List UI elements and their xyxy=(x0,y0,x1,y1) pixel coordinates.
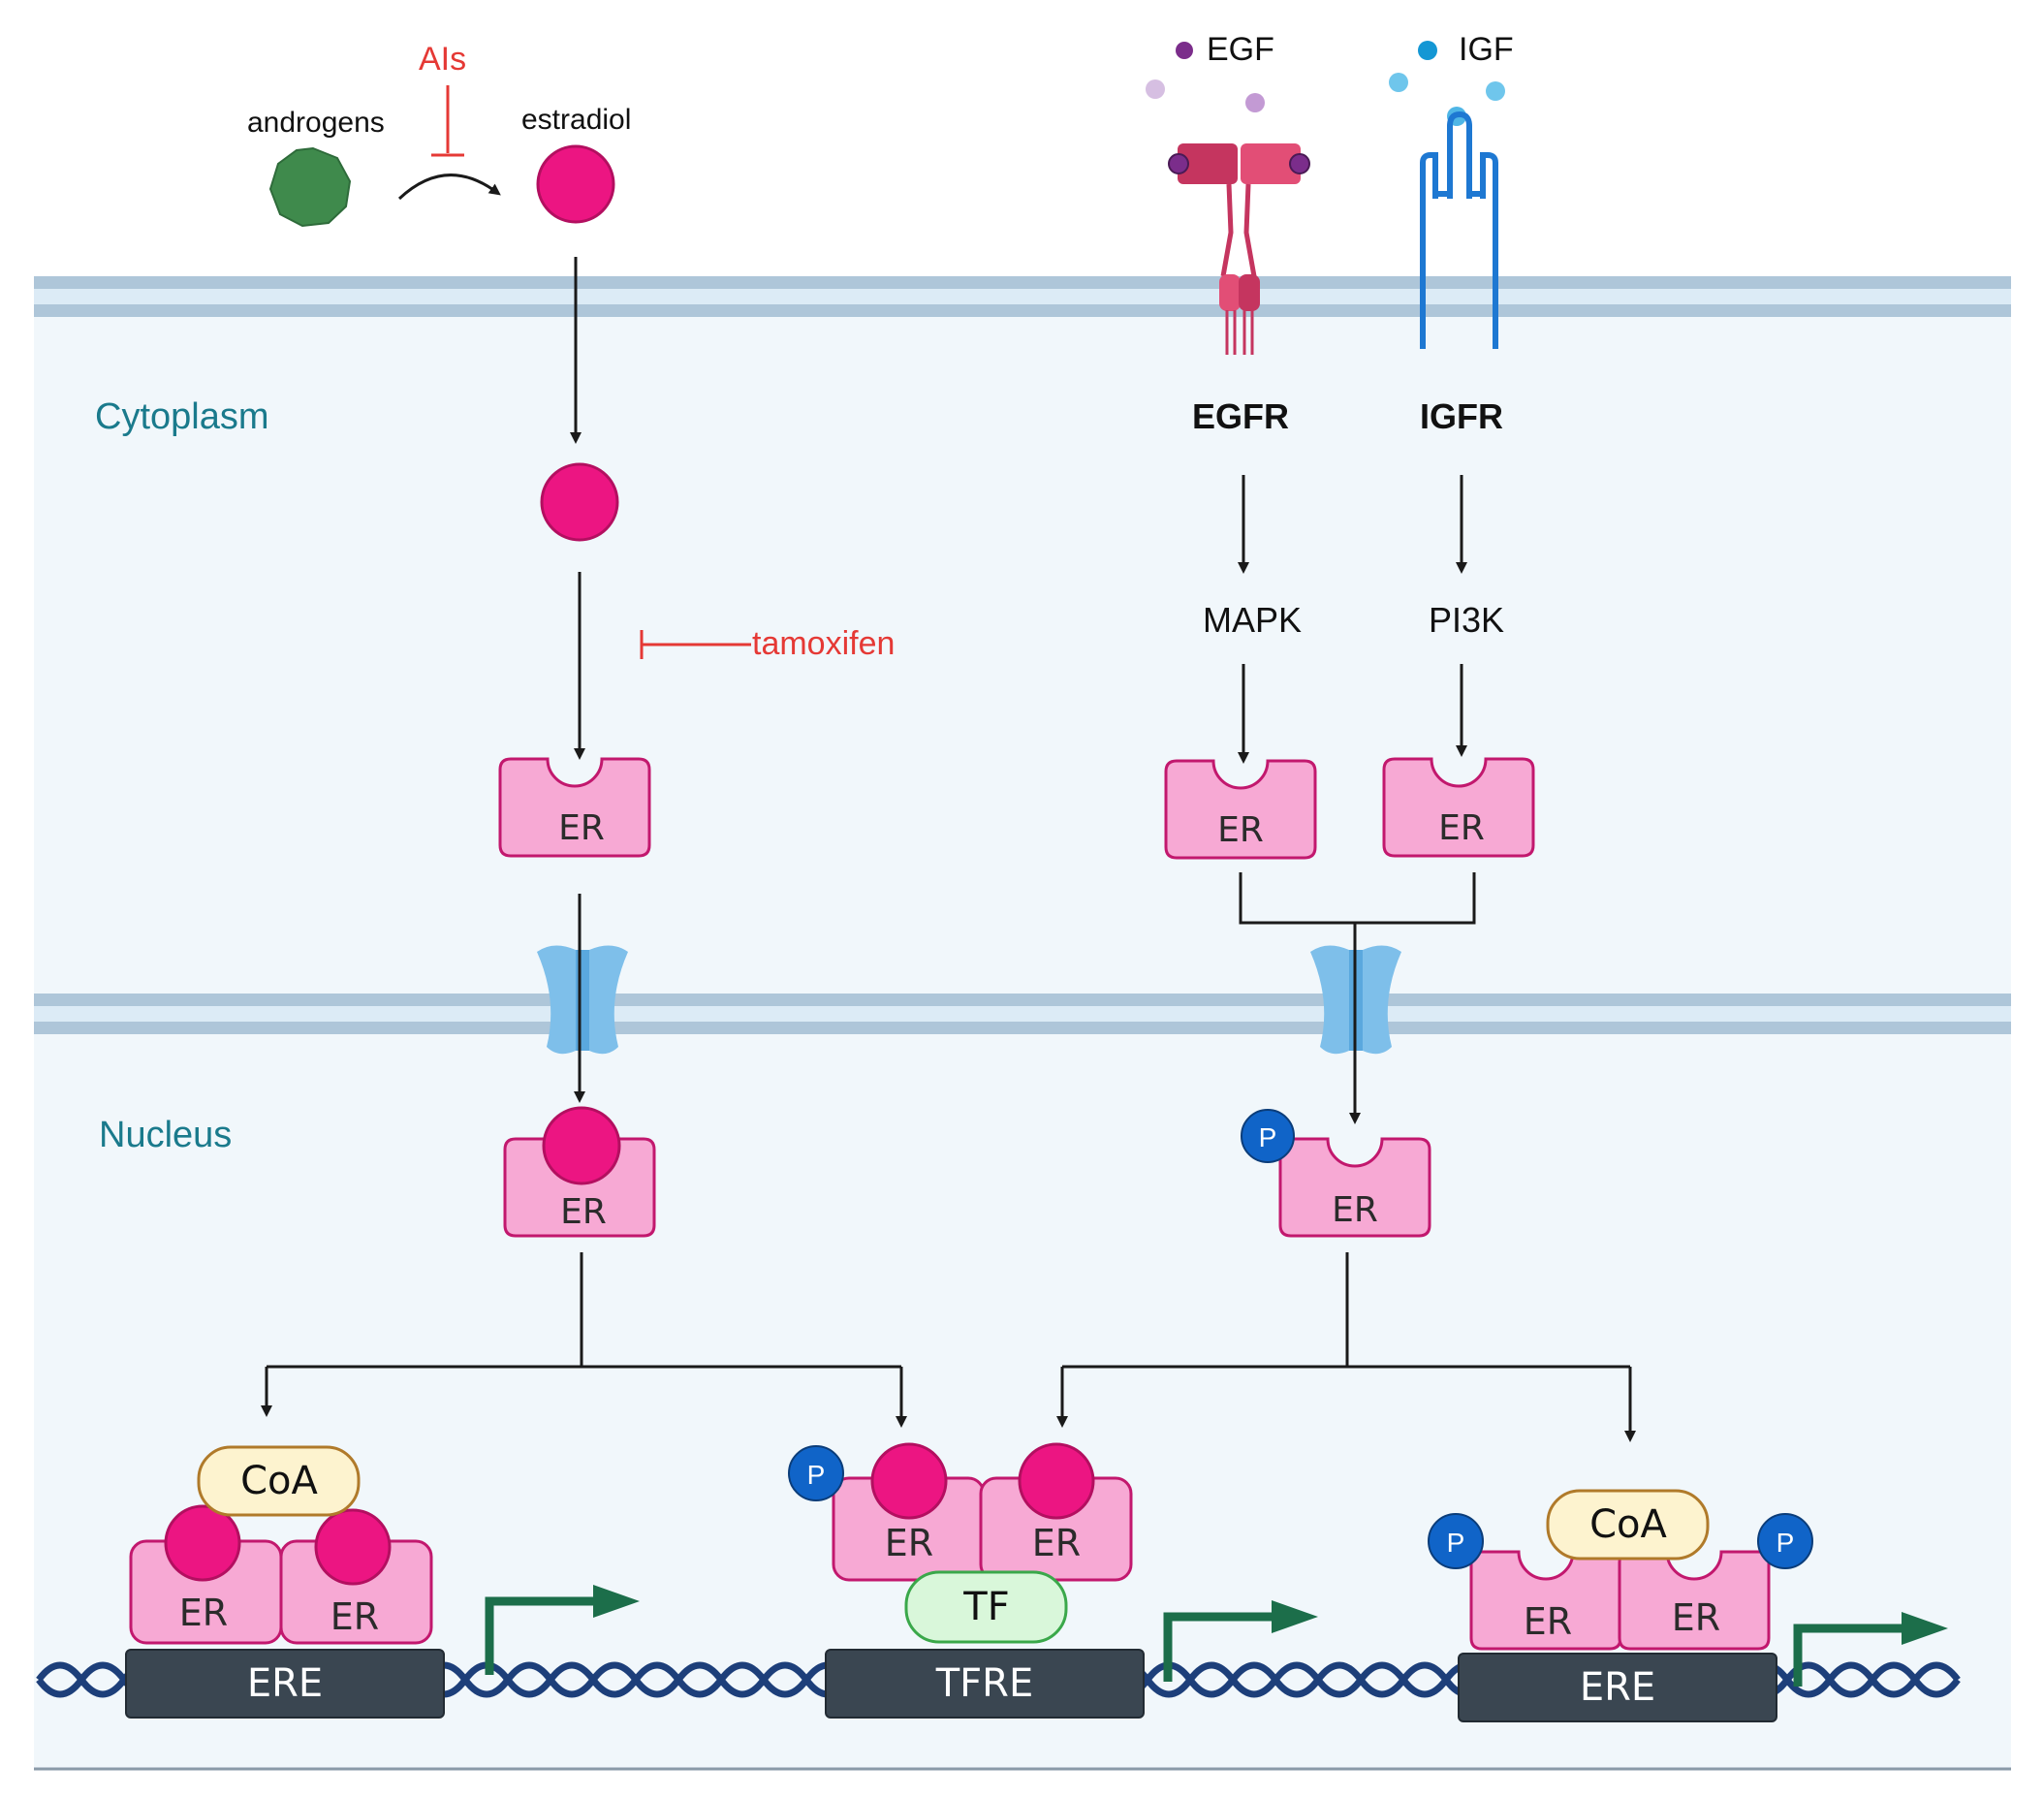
aromatase-conversion-arrow xyxy=(397,173,501,201)
estradiol-label: estradiol xyxy=(521,104,631,136)
egf-ligand xyxy=(1146,79,1165,99)
ere-left-element: ERE xyxy=(125,1649,445,1719)
phospho-badge xyxy=(1428,1513,1484,1569)
er-label: ER xyxy=(885,1522,933,1564)
right-branch-connector xyxy=(1056,1252,1636,1442)
pi3k-label: PI3K xyxy=(1429,600,1504,640)
estradiol-bound xyxy=(164,1504,241,1582)
estradiol-bound xyxy=(870,1442,948,1520)
nuclear-pore-left xyxy=(537,945,628,1055)
coa-label: CoA xyxy=(240,1459,318,1503)
er-label: ER xyxy=(1332,1190,1378,1230)
phospho-label: P xyxy=(1777,1528,1795,1558)
er-label: ER xyxy=(330,1595,379,1638)
phospho-badge xyxy=(1241,1109,1295,1163)
plasma-membrane xyxy=(34,276,2011,317)
phospho-badge xyxy=(1757,1513,1813,1569)
er-dimer-ere-right: ER ER P P xyxy=(1428,1513,1813,1651)
er-cytoplasmic-pi3k: ER xyxy=(1382,757,1535,858)
estradiol-cytoplasmic xyxy=(540,462,619,542)
igf-label: IGF xyxy=(1459,31,1514,68)
phospho-label: P xyxy=(1447,1528,1465,1558)
egfr-receptor-icon xyxy=(1168,143,1310,355)
egf-ligand-icon xyxy=(1176,42,1193,59)
tamoxifen-inhibition-mark xyxy=(640,630,751,659)
left-branch-connector xyxy=(261,1252,907,1428)
transcription-start-arrowhead xyxy=(1272,1600,1318,1633)
er-label: ER xyxy=(1524,1600,1572,1643)
igf-ligand-icon xyxy=(1418,41,1437,60)
phospho-label: P xyxy=(807,1460,826,1490)
nuclear-membrane xyxy=(34,994,2011,1034)
tf-label: TF xyxy=(962,1585,1009,1629)
egf-label: EGF xyxy=(1207,31,1274,68)
egf-ligand xyxy=(1245,93,1265,112)
er-label: ER xyxy=(1438,808,1485,848)
er-label: ER xyxy=(1672,1596,1720,1639)
estradiol-bound xyxy=(1018,1442,1095,1520)
egfr-label: EGFR xyxy=(1192,396,1289,436)
transcription-start-arrowhead xyxy=(1902,1612,1948,1645)
coa-label: CoA xyxy=(1589,1502,1667,1547)
phospho-badge xyxy=(788,1445,844,1501)
transcription-start-arrow xyxy=(485,1596,596,1675)
ere-right-element: ERE xyxy=(1458,1653,1777,1722)
er-label: ER xyxy=(179,1592,228,1634)
tfre-element: TFRE xyxy=(825,1649,1145,1719)
er-estradiol-complex-nuclear: ER xyxy=(503,1106,656,1238)
transcription-factor: TF xyxy=(904,1570,1068,1644)
er-label: ER xyxy=(1032,1522,1081,1564)
transcription-start-arrowhead xyxy=(593,1585,640,1618)
tfre-label: TFRE xyxy=(935,1661,1034,1706)
estradiol-bound xyxy=(314,1508,392,1586)
nucleus-label: Nucleus xyxy=(99,1115,232,1155)
cytoplasm-label: Cytoplasm xyxy=(95,396,269,437)
androgen-molecule xyxy=(268,146,352,228)
phospho-label: P xyxy=(1259,1122,1277,1152)
er-label: ER xyxy=(1217,810,1264,850)
coactivator-left: CoA xyxy=(197,1445,361,1517)
egf-legend: EGF xyxy=(1176,31,1274,68)
right-er-merge-connector xyxy=(1239,872,1476,1124)
ais-label: AIs xyxy=(419,41,466,78)
igfr-receptor-icon xyxy=(1420,110,1498,349)
mapk-label: MAPK xyxy=(1203,600,1302,640)
estradiol-bound xyxy=(542,1106,621,1185)
androgens-label: androgens xyxy=(247,107,385,139)
igf-ligand xyxy=(1389,73,1408,92)
transcription-start-arrow xyxy=(1163,1612,1274,1682)
er-label: ER xyxy=(558,808,605,848)
er-dimer-tfre: ER ER P xyxy=(788,1442,1133,1582)
ais-inhibition-mark xyxy=(431,85,464,157)
transcription-start-arrow xyxy=(1793,1624,1904,1687)
er-label: ER xyxy=(560,1192,607,1232)
ere-right-label: ERE xyxy=(1580,1665,1655,1710)
tamoxifen-label: tamoxifen xyxy=(752,625,895,662)
igfr-label: IGFR xyxy=(1420,396,1503,436)
ere-left-label: ERE xyxy=(247,1661,323,1706)
estradiol-extracellular xyxy=(536,144,615,224)
er-cytoplasmic-mapk: ER xyxy=(1164,759,1317,860)
igf-ligand xyxy=(1486,81,1505,101)
er-dimer-ere-left: ER ER xyxy=(129,1504,433,1645)
igf-legend: IGF xyxy=(1418,31,1514,68)
er-phosphorylated-nuclear: P ER xyxy=(1241,1109,1431,1238)
coactivator-right: CoA xyxy=(1546,1489,1710,1561)
er-cytoplasmic-left: ER xyxy=(498,757,651,858)
